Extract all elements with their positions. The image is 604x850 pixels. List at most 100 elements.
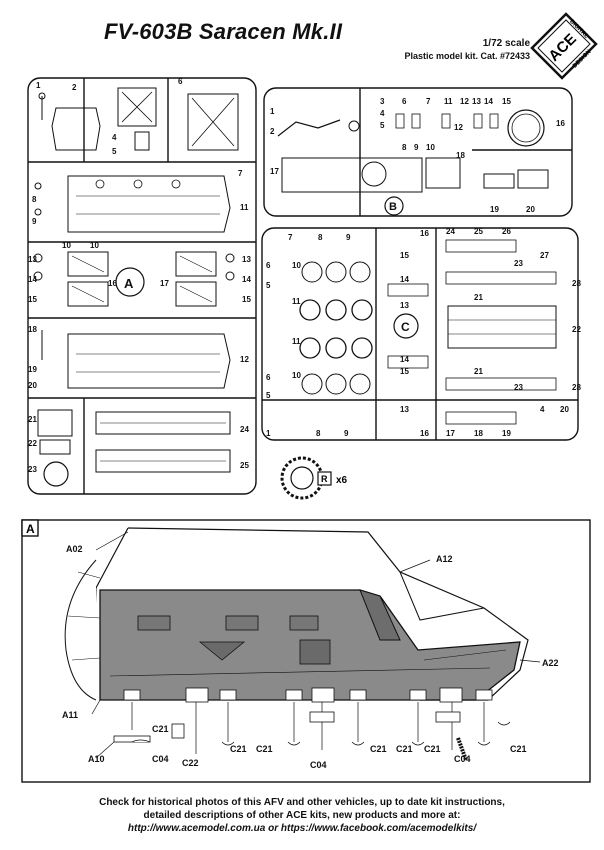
callout-a02: A02 (66, 544, 83, 554)
callout-c04-2: C04 (310, 760, 327, 770)
svg-text:20: 20 (560, 405, 569, 414)
svg-text:7: 7 (288, 233, 293, 242)
svg-text:11: 11 (240, 203, 249, 212)
svg-text:18: 18 (474, 429, 483, 438)
svg-text:26: 26 (502, 227, 511, 236)
tire-r-count: x6 (336, 475, 348, 486)
svg-text:14: 14 (400, 275, 409, 284)
svg-text:12: 12 (454, 123, 463, 132)
svg-text:15: 15 (28, 295, 37, 304)
svg-text:17: 17 (160, 279, 169, 288)
callout-c21-5: C21 (396, 744, 413, 754)
svg-text:4: 4 (112, 133, 117, 142)
svg-text:21: 21 (474, 293, 483, 302)
sprue-b-labels: 1 2 3 4 5 6 7 8 9 10 11 12 14 15 12 13 1… (270, 97, 565, 216)
svg-text:16: 16 (420, 429, 429, 438)
svg-text:18: 18 (28, 325, 37, 334)
svg-text:11: 11 (292, 337, 301, 346)
svg-text:1: 1 (266, 429, 271, 438)
callout-c21-6: C21 (424, 744, 441, 754)
svg-text:24: 24 (446, 227, 455, 236)
svg-text:14: 14 (28, 275, 37, 284)
callout-c21-7: C21 (510, 744, 527, 754)
svg-text:21: 21 (28, 415, 37, 424)
svg-text:4: 4 (540, 405, 545, 414)
svg-text:25: 25 (240, 461, 249, 470)
svg-text:23: 23 (514, 383, 523, 392)
svg-text:13: 13 (400, 405, 409, 414)
svg-text:16: 16 (556, 119, 565, 128)
tire-r (280, 456, 332, 500)
svg-text:23: 23 (28, 465, 37, 474)
callout-a12: A12 (436, 554, 453, 564)
callout-c04-3: C04 (454, 754, 471, 764)
svg-text:8: 8 (316, 429, 321, 438)
svg-text:17: 17 (446, 429, 455, 438)
svg-text:19: 19 (28, 365, 37, 374)
svg-text:8: 8 (318, 233, 323, 242)
svg-text:15: 15 (502, 97, 511, 106)
svg-text:11: 11 (444, 97, 453, 106)
svg-text:14: 14 (400, 355, 409, 364)
svg-text:22: 22 (28, 439, 37, 448)
svg-text:21: 21 (474, 367, 483, 376)
svg-text:14: 14 (242, 275, 251, 284)
svg-text:5: 5 (266, 391, 271, 400)
svg-text:6: 6 (178, 77, 183, 86)
svg-text:4: 4 (380, 109, 385, 118)
callout-c22: C22 (182, 758, 199, 768)
svg-text:6: 6 (266, 261, 271, 270)
svg-text:24: 24 (240, 425, 249, 434)
svg-text:9: 9 (32, 217, 37, 226)
svg-text:11: 11 (292, 297, 301, 306)
svg-text:10: 10 (62, 241, 71, 250)
svg-text:16: 16 (108, 279, 117, 288)
ace-logo: ACE DIGITAL DESIGN (530, 12, 598, 80)
svg-text:13: 13 (28, 255, 37, 264)
facebook-link[interactable]: https://www.facebook.com/acemodelkits/ (280, 823, 477, 834)
footer-links: http://www.acemodel.com.ua or https://ww… (0, 822, 604, 835)
svg-text:28: 28 (572, 383, 581, 392)
callout-c21-4: C21 (370, 744, 387, 754)
sprue-a (27, 77, 257, 495)
footer: Check for historical photos of this AFV … (0, 796, 604, 835)
svg-text:20: 20 (28, 381, 37, 390)
svg-text:6: 6 (266, 373, 271, 382)
scale-label: 1/72 scale (482, 38, 530, 49)
svg-text:27: 27 (540, 251, 549, 260)
svg-text:15: 15 (400, 251, 409, 260)
callout-c21-3: C21 (256, 744, 273, 754)
page-title: FV-603B Saracen Mk.II (104, 19, 343, 44)
svg-text:13: 13 (242, 255, 251, 264)
sprue-c (261, 227, 579, 441)
svg-text:16: 16 (420, 229, 429, 238)
svg-text:9: 9 (344, 429, 349, 438)
catalog-label: Plastic model kit. Cat. #72433 (404, 51, 530, 61)
svg-text:18: 18 (456, 151, 465, 160)
svg-text:17: 17 (270, 167, 279, 176)
svg-text:5: 5 (380, 121, 385, 130)
svg-text:15: 15 (400, 367, 409, 376)
website-link[interactable]: http://www.acemodel.com.ua (127, 823, 266, 834)
assembly-frame: A (21, 519, 591, 783)
sprue-b (263, 87, 573, 217)
svg-text:3: 3 (380, 97, 385, 106)
svg-text:9: 9 (346, 233, 351, 242)
svg-text:1: 1 (36, 81, 41, 90)
svg-text:13: 13 (472, 97, 481, 106)
svg-text:2: 2 (270, 127, 275, 136)
callout-a10: A10 (88, 754, 105, 764)
svg-text:8: 8 (402, 143, 407, 152)
svg-text:28: 28 (572, 279, 581, 288)
svg-text:22: 22 (572, 325, 581, 334)
sprue-b-letter: B (389, 201, 397, 213)
sprue-c-letter: C (401, 320, 410, 334)
svg-text:9: 9 (414, 143, 419, 152)
svg-text:2: 2 (72, 83, 77, 92)
svg-text:19: 19 (502, 429, 511, 438)
tire-r-letter: R (321, 474, 328, 484)
callout-leaders (91, 531, 541, 759)
sprue-c-labels: 7 8 9 6 5 10 11 11 10 6 5 16 15 14 13 14… (266, 227, 581, 438)
callout-c04-1: C04 (152, 754, 169, 764)
svg-text:10: 10 (292, 371, 301, 380)
